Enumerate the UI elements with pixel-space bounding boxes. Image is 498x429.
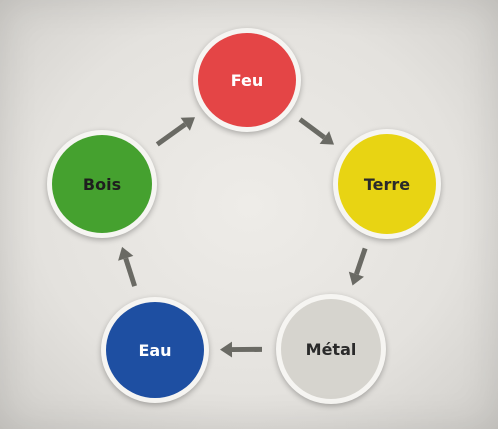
element-metal: Métal bbox=[276, 294, 386, 404]
feu-label: Feu bbox=[230, 70, 264, 90]
terre-circle: Terre bbox=[338, 134, 436, 234]
arrow-head bbox=[118, 246, 134, 261]
eau-circle: Eau bbox=[106, 302, 204, 398]
bois-label: Bois bbox=[82, 174, 122, 194]
arrow-bois-to-feu bbox=[155, 117, 195, 147]
metal-circle: Métal bbox=[281, 299, 381, 399]
terre-label: Terre bbox=[363, 174, 411, 194]
bois-circle: Bois bbox=[52, 135, 152, 233]
arrow-eau-to-bois bbox=[118, 246, 138, 287]
arrow-head bbox=[348, 271, 364, 286]
arrow-shaft bbox=[123, 257, 138, 287]
arrow-terre-to-metal bbox=[348, 247, 368, 286]
arrow-head bbox=[219, 341, 233, 358]
element-feu: Feu bbox=[193, 28, 301, 132]
eau-label: Eau bbox=[138, 340, 172, 360]
arrow-head bbox=[180, 117, 195, 131]
element-eau: Eau bbox=[101, 297, 209, 403]
arrow-shaft bbox=[354, 247, 368, 275]
element-bois: Bois bbox=[47, 130, 157, 238]
arrow-feu-to-terre bbox=[298, 117, 335, 145]
metal-label: Métal bbox=[305, 339, 357, 359]
arrow-shaft bbox=[298, 117, 326, 140]
arrow-shaft bbox=[155, 122, 187, 147]
feu-circle: Feu bbox=[198, 33, 296, 127]
arrow-head bbox=[319, 131, 335, 145]
element-terre: Terre bbox=[333, 129, 441, 239]
arrow-metal-to-eau bbox=[219, 341, 263, 358]
